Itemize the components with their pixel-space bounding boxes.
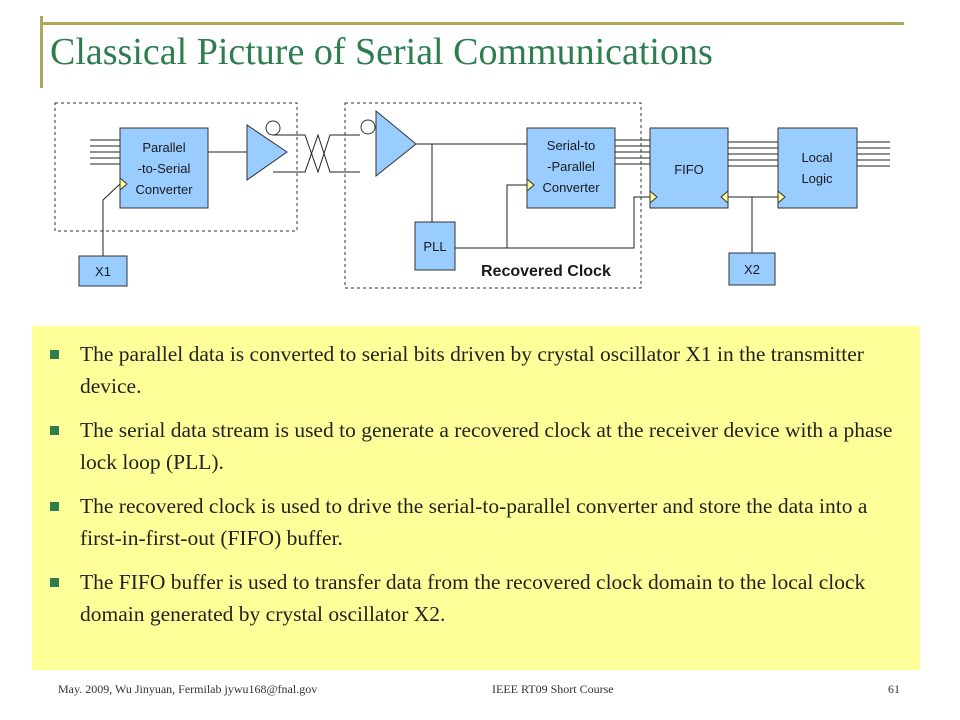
bullet-marker [50, 502, 59, 511]
x1-label: X1 [95, 264, 111, 279]
local-logic-label-1: Local [801, 150, 832, 165]
footer-course: IEEE RT09 Short Course [492, 682, 614, 696]
bullet-item: The recovered clock is used to drive the… [32, 490, 920, 554]
parallel-to-serial-box [119, 127, 209, 209]
serial-to-parallel-box [526, 127, 616, 209]
header-rule [40, 22, 904, 25]
differential-pair [273, 133, 360, 174]
bullet-item: The FIFO buffer is used to transfer data… [32, 566, 920, 630]
bullet-item: The parallel data is converted to serial… [32, 338, 920, 402]
bullet-text: The recovered clock is used to drive the… [80, 494, 868, 550]
fifo-box [649, 127, 729, 209]
fifo-write-clock-marker [649, 189, 658, 205]
recovered-clock-wire-s2p [506, 184, 527, 248]
receiver-inverter-bubble [360, 119, 376, 135]
x2-oscillator-box [728, 252, 776, 286]
driver-inverter-bubble [265, 120, 281, 136]
bullet-text: The serial data stream is used to genera… [80, 418, 893, 474]
line-driver [246, 124, 288, 181]
bullet-marker [50, 350, 59, 359]
bullet-item: The serial data stream is used to genera… [32, 414, 920, 478]
serial-comm-diagram: Parallel -to-Serial Converter X1 PLL Ser… [54, 102, 890, 289]
x1-oscillator-box [78, 255, 128, 287]
parallel-input-lines [90, 139, 120, 165]
local-logic-label-2: Logic [801, 171, 833, 186]
s2p-label-3: Converter [542, 180, 600, 195]
recovered-clock-wire-fifo [455, 196, 650, 249]
s2p-clock-marker [526, 177, 535, 193]
s2p-label-2: -Parallel [547, 159, 595, 174]
pll-box [414, 221, 456, 271]
slide-title: Classical Picture of Serial Communicatio… [50, 31, 713, 73]
fifo-logic-bus [728, 141, 778, 167]
bullet-list: The parallel data is converted to serial… [32, 338, 920, 642]
recovered-clock-label: Recovered Clock [481, 263, 611, 280]
footer-page-number: 61 [888, 682, 900, 696]
bullet-marker [50, 578, 59, 587]
local-logic-box [777, 127, 858, 209]
s2p-label-1: Serial-to [547, 138, 595, 153]
line-receiver [375, 109, 417, 178]
x1-clock-wire [102, 183, 121, 256]
x2-clock-wire-fifo [728, 196, 753, 253]
p2s-label-2: -to-Serial [138, 161, 191, 176]
bullet-marker [50, 426, 59, 435]
bullet-text: The FIFO buffer is used to transfer data… [80, 570, 866, 626]
local-logic-output-bus [857, 141, 890, 167]
s2p-fifo-bus [615, 139, 650, 165]
x2-label: X2 [744, 262, 760, 277]
bullet-text: The parallel data is converted to serial… [80, 342, 864, 398]
p2s-label-1: Parallel [142, 140, 185, 155]
p2s-label-3: Converter [135, 182, 193, 197]
pll-label: PLL [423, 239, 446, 254]
transmitter-region [54, 102, 298, 232]
fifo-label: FIFO [674, 162, 704, 177]
header-side-rule [40, 16, 43, 88]
footer-author: May. 2009, Wu Jinyuan, Fermilab jywu168@… [58, 682, 318, 696]
bullet-panel: The parallel data is converted to serial… [32, 326, 920, 670]
